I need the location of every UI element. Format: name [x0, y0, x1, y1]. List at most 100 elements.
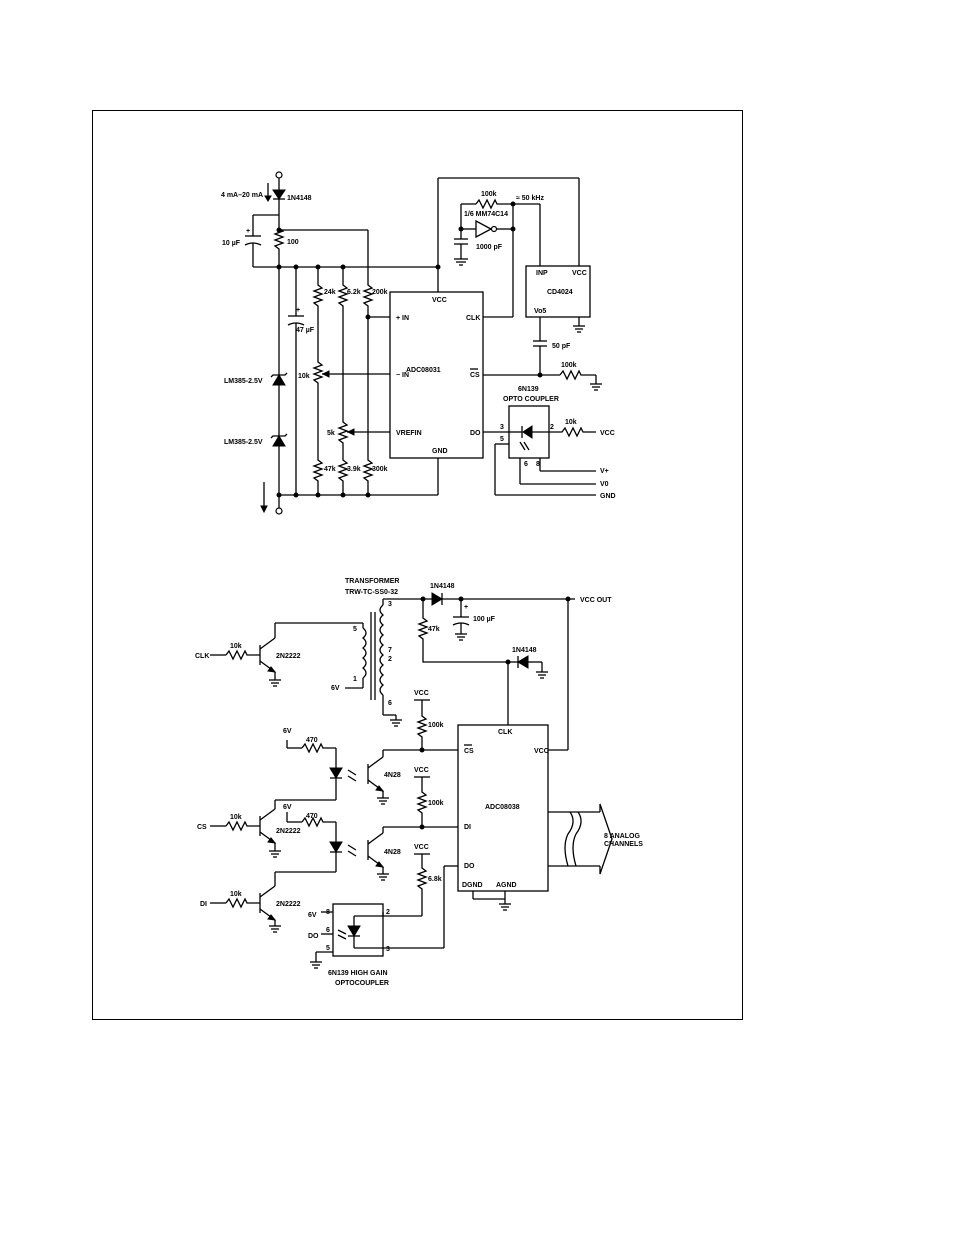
svg-text:47k: 47k [428, 626, 440, 633]
svg-text:DO: DO [470, 430, 481, 437]
svg-text:VREFIN: VREFIN [396, 430, 422, 437]
diode-label: 1N4148 [287, 195, 312, 202]
svg-text:VCC: VCC [414, 767, 429, 774]
svg-text:ADC08038: ADC08038 [485, 804, 520, 811]
svg-text:6N139 HIGH GAIN: 6N139 HIGH GAIN [328, 970, 388, 977]
svg-text:100k: 100k [561, 362, 577, 369]
svg-text:10k: 10k [230, 643, 242, 650]
svg-text:GND: GND [432, 448, 448, 455]
svg-text:1000 pF: 1000 pF [476, 244, 503, 251]
svg-text:6.2k: 6.2k [347, 289, 361, 296]
svg-text:DI: DI [464, 824, 471, 831]
svg-text:1N4148: 1N4148 [430, 583, 455, 590]
svg-text:1/6 MM74C14: 1/6 MM74C14 [464, 211, 508, 218]
svg-text:2N2222: 2N2222 [276, 653, 301, 660]
svg-text:470: 470 [306, 737, 318, 744]
clk-resistor-10k [225, 649, 260, 661]
di-resistor-10k [225, 897, 260, 909]
svg-text:5: 5 [326, 945, 330, 952]
pullup-do-6-8k [416, 854, 428, 916]
svg-text:2N2222: 2N2222 [276, 828, 301, 835]
svg-text:DO: DO [464, 863, 475, 870]
svg-text:DGND: DGND [462, 882, 483, 889]
svg-text:OPTOCOUPLER: OPTOCOUPLER [335, 980, 389, 987]
di-led-resistor-470 [301, 816, 336, 828]
di-led [329, 841, 343, 853]
svg-text:CHANNELS: CHANNELS [604, 841, 643, 848]
cs-led [329, 767, 343, 779]
svg-text:10k: 10k [298, 373, 310, 380]
svg-text:CS: CS [464, 748, 474, 755]
svg-text:ADC08031: ADC08031 [406, 367, 441, 374]
opto-resistor-10k [549, 426, 596, 438]
svg-text:5: 5 [500, 436, 504, 443]
svg-text:INP: INP [536, 270, 548, 277]
svg-text:1: 1 [353, 676, 357, 683]
svg-text:AGND: AGND [496, 882, 517, 889]
svg-text:VCC: VCC [432, 297, 447, 304]
svg-text:300k: 300k [372, 466, 388, 473]
svg-text:VCC: VCC [414, 690, 429, 697]
svg-text:100k: 100k [481, 191, 497, 198]
svg-text:6.8k: 6.8k [428, 876, 442, 883]
resistor-47k [417, 599, 508, 663]
adc08038-chip [457, 724, 549, 892]
svg-text:VCC: VCC [534, 748, 549, 755]
svg-text:5: 5 [353, 626, 357, 633]
diode-1n4148-symbol [272, 189, 286, 200]
zener-1-symbol [272, 374, 286, 386]
svg-text:3: 3 [388, 601, 392, 608]
svg-text:4N28: 4N28 [384, 772, 401, 779]
svg-text:8: 8 [536, 461, 540, 468]
svg-text:GND: GND [600, 493, 616, 500]
svg-text:10k: 10k [230, 891, 242, 898]
svg-text:6N139: 6N139 [518, 386, 539, 393]
svg-text:2N2222: 2N2222 [276, 901, 301, 908]
bottom-circuit: TRANSFORMER TRW-TC-SS0-32 3 5 7 2 1 6 6V… [195, 578, 643, 987]
svg-text:1N4148: 1N4148 [512, 647, 537, 654]
resistor-100-symbol [273, 215, 285, 267]
svg-text:VCC: VCC [572, 270, 587, 277]
schmitt-inverter [475, 219, 493, 239]
analog-bus-arrow [599, 803, 613, 875]
cd4024-chip [525, 265, 591, 318]
svg-text:LM385-2.5V: LM385-2.5V [224, 378, 263, 385]
cs-resistor-100k [559, 369, 596, 381]
svg-text:CS: CS [197, 824, 207, 831]
cs-led-resistor-470 [301, 742, 336, 754]
svg-text:5k: 5k [327, 430, 335, 437]
svg-text:10k: 10k [565, 419, 577, 426]
svg-text:24k: 24k [324, 289, 336, 296]
svg-text:CLK: CLK [195, 653, 209, 660]
svg-text:CLK: CLK [466, 315, 480, 322]
svg-text:6V: 6V [308, 912, 317, 919]
svg-text:− IN: − IN [396, 372, 409, 379]
svg-text:6: 6 [388, 700, 392, 707]
svg-text:CLK: CLK [498, 729, 512, 736]
svg-text:V0: V0 [600, 481, 609, 488]
svg-text:47k: 47k [324, 466, 336, 473]
svg-text:2: 2 [550, 424, 554, 431]
svg-text:50 pF: 50 pF [552, 343, 571, 350]
cap-47uf-label: 47 µF [296, 327, 315, 334]
zener-2-symbol [272, 435, 286, 447]
divider-column-3 [362, 230, 374, 495]
current-range-label: 4 mA–20 mA [221, 192, 263, 199]
osc-resistor-100k [475, 198, 513, 210]
svg-text:LM385-2.5V: LM385-2.5V [224, 439, 263, 446]
svg-text:OPTO COUPLER: OPTO COUPLER [503, 396, 559, 403]
svg-text:6V: 6V [283, 728, 292, 735]
diode-top [431, 592, 443, 606]
svg-text:+ IN: + IN [396, 315, 409, 322]
svg-text:+: + [296, 307, 300, 314]
top-circuit: 4 mA–20 mA 1N4148 + 10 µF 100 + 47 µF [221, 171, 616, 515]
svg-text:6: 6 [524, 461, 528, 468]
svg-text:VCC OUT: VCC OUT [580, 597, 612, 604]
cs-resistor-10k [225, 820, 260, 832]
svg-text:Vo5: Vo5 [534, 308, 546, 315]
svg-text:100k: 100k [428, 722, 444, 729]
svg-text:+: + [246, 228, 250, 235]
diode-clk [517, 655, 529, 669]
cap-10uf-label: 10 µF [222, 240, 241, 247]
svg-text:6: 6 [326, 927, 330, 934]
